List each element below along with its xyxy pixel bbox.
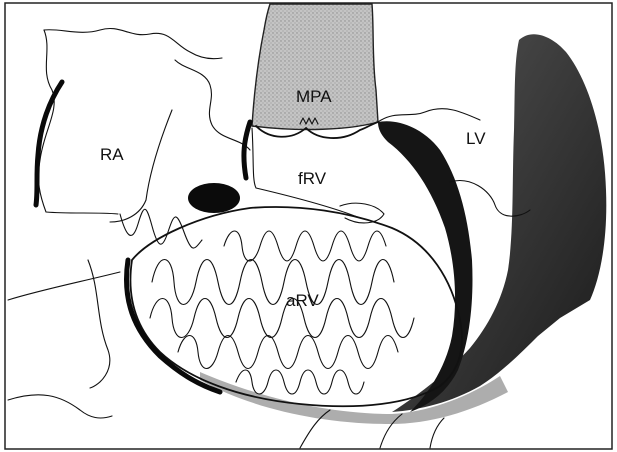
label-ra: RA [100, 145, 124, 164]
label-mpa: MPA [296, 87, 332, 106]
mpa-trunk [252, 4, 378, 129]
label-frv: fRV [298, 169, 327, 188]
label-arv: aRV [286, 291, 319, 310]
label-lv: LV [466, 129, 486, 148]
coronary-sinus-oval [188, 183, 240, 213]
